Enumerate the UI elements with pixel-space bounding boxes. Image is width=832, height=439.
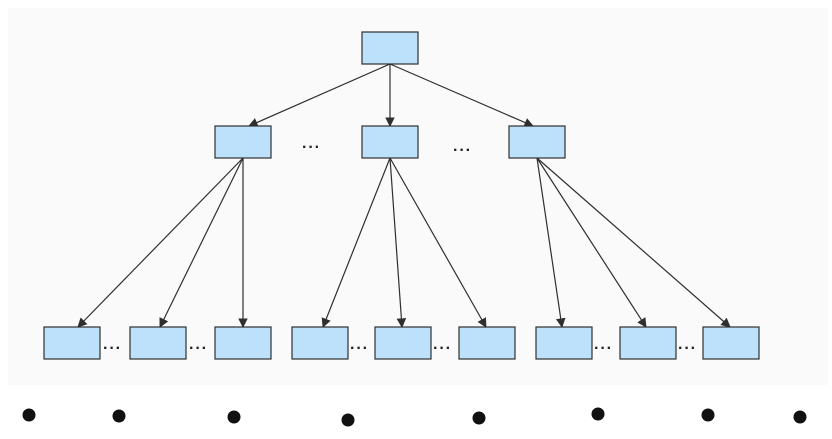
level1-middle-node bbox=[361, 125, 419, 159]
edge-right-child-to-leaf-1 bbox=[536, 157, 566, 328]
leaf-node-6 bbox=[458, 326, 516, 360]
leaf-ellipsis-5: ··· bbox=[594, 340, 613, 357]
leaf-ellipsis-3: ··· bbox=[350, 340, 369, 357]
leaf-node-9 bbox=[702, 326, 760, 360]
edge-middle-child-to-leaf-2 bbox=[389, 157, 407, 328]
edge-middle-child-to-leaf-1 bbox=[321, 157, 391, 328]
edge-right-child-to-leaf-3 bbox=[536, 157, 731, 328]
leaf-ellipsis-1: ··· bbox=[103, 340, 122, 357]
continuation-dot-2 bbox=[112, 409, 126, 423]
continuation-dot-3 bbox=[227, 410, 241, 424]
leaf-node-4 bbox=[291, 326, 349, 360]
edge-left-child-to-leaf-1 bbox=[77, 157, 244, 328]
edge-root-to-right-child bbox=[389, 63, 534, 127]
leaf-node-3 bbox=[214, 326, 272, 360]
edge-middle-child-to-leaf-3 bbox=[389, 157, 487, 328]
level1-left-node bbox=[214, 125, 272, 159]
leaf-node-5 bbox=[374, 326, 432, 360]
level1-right-node bbox=[508, 125, 566, 159]
leaf-node-8 bbox=[619, 326, 677, 360]
edge-root-to-left-child bbox=[248, 63, 391, 127]
level1-ellipsis-left: ··· bbox=[302, 139, 321, 156]
leaf-node-7 bbox=[535, 326, 593, 360]
edge-right-child-to-leaf-2 bbox=[536, 157, 647, 328]
leaf-node-1 bbox=[43, 326, 101, 360]
continuation-dot-4 bbox=[341, 413, 355, 427]
leaf-node-2 bbox=[129, 326, 187, 360]
diagram-background-panel bbox=[8, 8, 828, 385]
continuation-dot-7 bbox=[701, 408, 715, 422]
leaf-ellipsis-4: ··· bbox=[433, 340, 452, 357]
root-node bbox=[361, 31, 419, 65]
continuation-dot-8 bbox=[793, 410, 807, 424]
continuation-dot-6 bbox=[591, 407, 605, 421]
leaf-ellipsis-2: ··· bbox=[189, 340, 208, 357]
edge-left-child-to-leaf-2 bbox=[159, 157, 244, 328]
leaf-ellipsis-6: ··· bbox=[678, 340, 697, 357]
level1-ellipsis-right: ··· bbox=[453, 142, 472, 159]
continuation-dot-5 bbox=[472, 411, 486, 425]
continuation-dot-1 bbox=[22, 408, 36, 422]
